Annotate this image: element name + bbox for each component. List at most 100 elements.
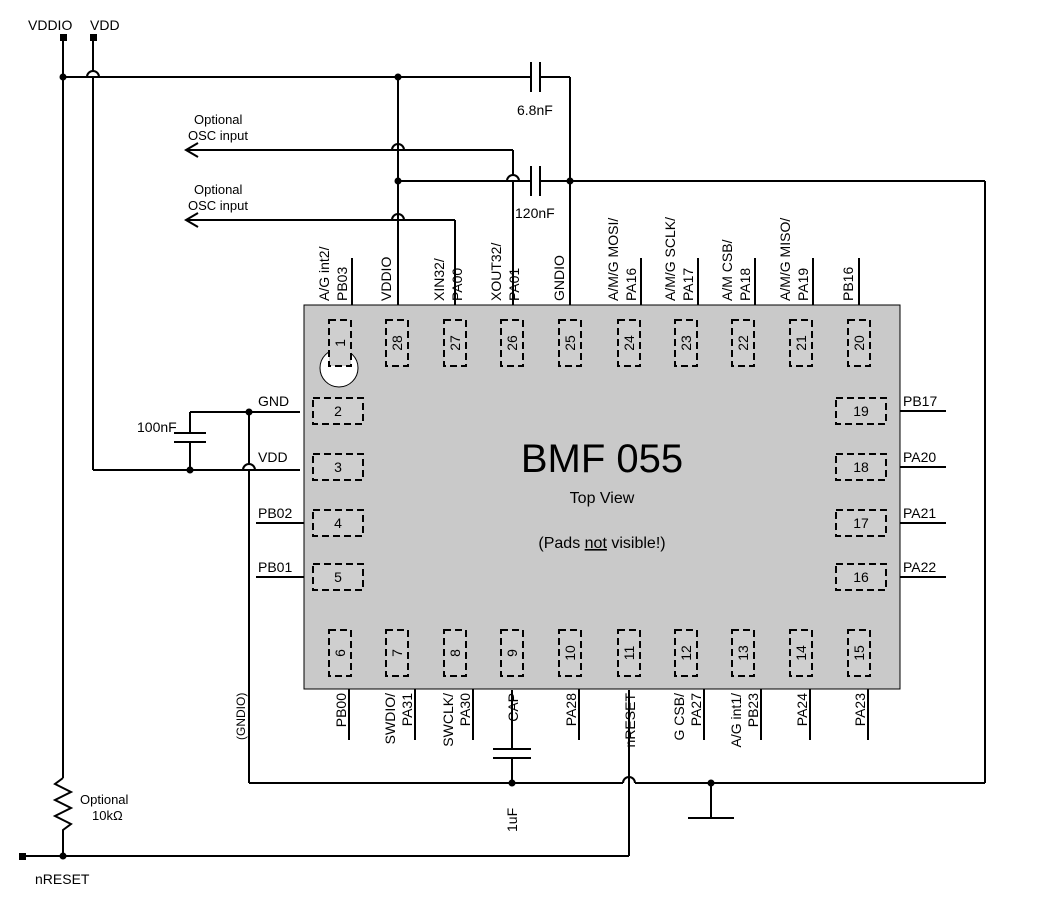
pad-number: 14: [793, 645, 809, 661]
pin-label-bottom: PA31: [399, 693, 415, 726]
pad-number: 9: [504, 649, 520, 657]
pad-28: [385, 319, 409, 367]
pad-11: [617, 629, 641, 677]
pad-27: [443, 319, 467, 367]
pin-label-top: PA18: [737, 268, 753, 301]
pin-label-left: GND: [258, 393, 289, 409]
pad-number: 10: [562, 645, 578, 661]
cap-1uf-label: 1uF: [504, 808, 520, 832]
pad-20: [847, 319, 871, 367]
pad-16: [835, 563, 887, 591]
pin-label-bottom: nRESET: [622, 693, 638, 748]
pin-label-top: PA19: [795, 268, 811, 301]
pad-22: [731, 319, 755, 367]
pad-7: [385, 629, 409, 677]
pin-label-right: PA21: [903, 505, 936, 521]
pad-5: [312, 563, 364, 591]
pad-25: [558, 319, 582, 367]
pad-number: 2: [334, 403, 342, 419]
pad-number: 12: [678, 645, 694, 661]
pin-label-right: PB17: [903, 393, 937, 409]
vdd-rail: [86, 40, 300, 471]
pad-number: 17: [853, 515, 869, 531]
gndio-label: (GNDIO): [234, 693, 248, 740]
pad-21: [789, 319, 813, 367]
pad-18: [835, 453, 887, 481]
pin-label-top: A/M/G SCLK/: [662, 217, 678, 301]
osc2-line1: Optional: [194, 182, 243, 197]
decoupling-network: [174, 408, 300, 783]
vddio-label: VDDIO: [28, 17, 72, 33]
pin-label-left: PB02: [258, 505, 292, 521]
pad-number: 25: [562, 335, 578, 351]
pin-label-bottom: PA24: [794, 693, 810, 726]
pin-label-top: PB16: [840, 267, 856, 301]
chip-body: [303, 304, 901, 690]
cap-1uf: [493, 690, 531, 783]
chip-note: (Pads not visible!): [538, 535, 665, 552]
osc-input-2: [184, 212, 456, 305]
pad-number: 3: [334, 459, 342, 475]
pad-17: [835, 509, 887, 537]
pin-label-top: XIN32/: [431, 258, 447, 301]
pin-label-bottom: PA23: [852, 693, 868, 726]
pad-number: 16: [853, 569, 869, 585]
vddio-terminal: [60, 34, 67, 41]
pad-10: [558, 629, 582, 677]
pin-label-top: A/M/G MOSI/: [605, 218, 621, 301]
pin-label-top: GNDIO: [551, 255, 567, 301]
pad-number: 26: [504, 335, 520, 351]
pin-label-bottom: SWDIO/: [382, 693, 398, 744]
vdd-terminal: [90, 34, 97, 41]
pin-label-top: PA16: [623, 268, 639, 301]
pin-label-bottom: PA28: [563, 693, 579, 726]
pullup-resistor: [52, 777, 74, 856]
pad-13: [731, 629, 755, 677]
pad-number: 27: [447, 335, 463, 351]
chip-note-emph: not: [585, 535, 608, 552]
pad-number: 15: [851, 645, 867, 661]
resistor-line2: 10kΩ: [92, 808, 123, 823]
cap-6n8-label: 6.8nF: [517, 102, 553, 118]
pin-label-bottom: A/G int1/: [728, 693, 744, 748]
pad-26: [500, 319, 524, 367]
pin-label-bottom: PA30: [457, 693, 473, 726]
pad-number: 19: [853, 403, 869, 419]
pad-number: 21: [793, 335, 809, 351]
pin-label-top: PB03: [334, 267, 350, 301]
pad-number: 11: [621, 646, 637, 661]
pin-label-top: XOUT32/: [488, 243, 504, 301]
chip-name: BMF 055: [521, 437, 683, 481]
pin-label-left: VDD: [258, 449, 288, 465]
pad-23: [674, 319, 698, 367]
pad-number: 24: [621, 335, 637, 351]
pin-label-top: A/M/G MISO/: [777, 218, 793, 301]
pin-label-bottom: CAP: [505, 693, 521, 722]
pin-label-right: PA22: [903, 559, 936, 575]
nreset-net: [19, 690, 630, 860]
pad-1: [328, 319, 352, 367]
pin-label-top: PA01: [506, 268, 522, 301]
cap-120n-label: 120nF: [515, 205, 555, 221]
pad-number: 4: [334, 515, 342, 531]
pin-label-top: PA17: [680, 268, 696, 301]
pad-number: 1: [332, 339, 348, 347]
vddio-rail: [59, 40, 67, 778]
pin-label-top: A/M CSB/: [719, 239, 735, 301]
ground-rail: [249, 776, 985, 819]
mid-rail: [398, 166, 986, 783]
chip-note-suffix: visible!): [607, 535, 666, 552]
pin-label-top: PA00: [449, 268, 465, 301]
pad-24: [617, 319, 641, 367]
pin-label-bottom: G CSB/: [671, 693, 687, 741]
pad-9: [500, 629, 524, 677]
pad-12: [674, 629, 698, 677]
osc1-line1: Optional: [194, 112, 243, 127]
pin-label-top: A/G int2/: [316, 246, 332, 301]
pin-label-bottom: PB00: [333, 693, 349, 727]
resistor-line1: Optional: [80, 792, 129, 807]
osc1-line2: OSC input: [188, 128, 248, 143]
